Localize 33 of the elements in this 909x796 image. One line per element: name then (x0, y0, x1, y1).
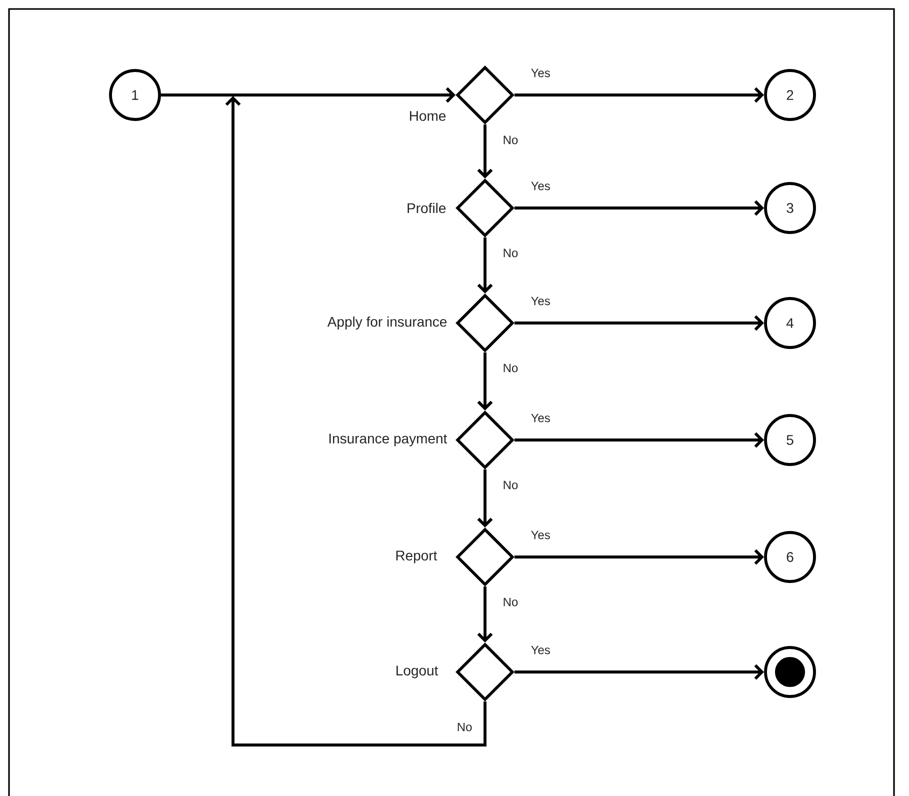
decision-label: Insurance payment (329, 434, 448, 446)
edge-label: Yes (529, 530, 552, 541)
arrow (477, 352, 493, 411)
edge-label: No (501, 479, 520, 491)
decision-label: Apply for insurance (327, 316, 447, 330)
edge-label: No (456, 721, 474, 733)
line (160, 94, 233, 96)
arrow (477, 469, 493, 528)
edge-label: Yes (529, 644, 552, 656)
edge-label: No (501, 247, 520, 259)
arrow (514, 315, 764, 331)
decision-label: Report (396, 550, 438, 564)
edge-label: Yes (529, 412, 552, 424)
arrow (514, 664, 764, 680)
edge-label: No (501, 134, 520, 146)
edge-label: Yes (529, 180, 552, 192)
arrow (514, 200, 764, 216)
edge-label: Yes (529, 295, 552, 307)
arrow (477, 237, 493, 294)
arrow (233, 87, 456, 103)
arrow (514, 87, 764, 103)
arrow (514, 549, 764, 565)
arrow (514, 432, 764, 448)
arrow (477, 124, 493, 179)
decision-label: Profile (408, 202, 446, 214)
arrow (477, 586, 493, 643)
edge-label: Yes (529, 67, 552, 79)
edge-label: No (501, 362, 520, 374)
loop-line (225, 96, 486, 746)
decision-label: Home (410, 111, 446, 121)
end-state (764, 646, 816, 698)
edge-label: No (501, 596, 520, 608)
decision-label: Logout (396, 666, 438, 678)
